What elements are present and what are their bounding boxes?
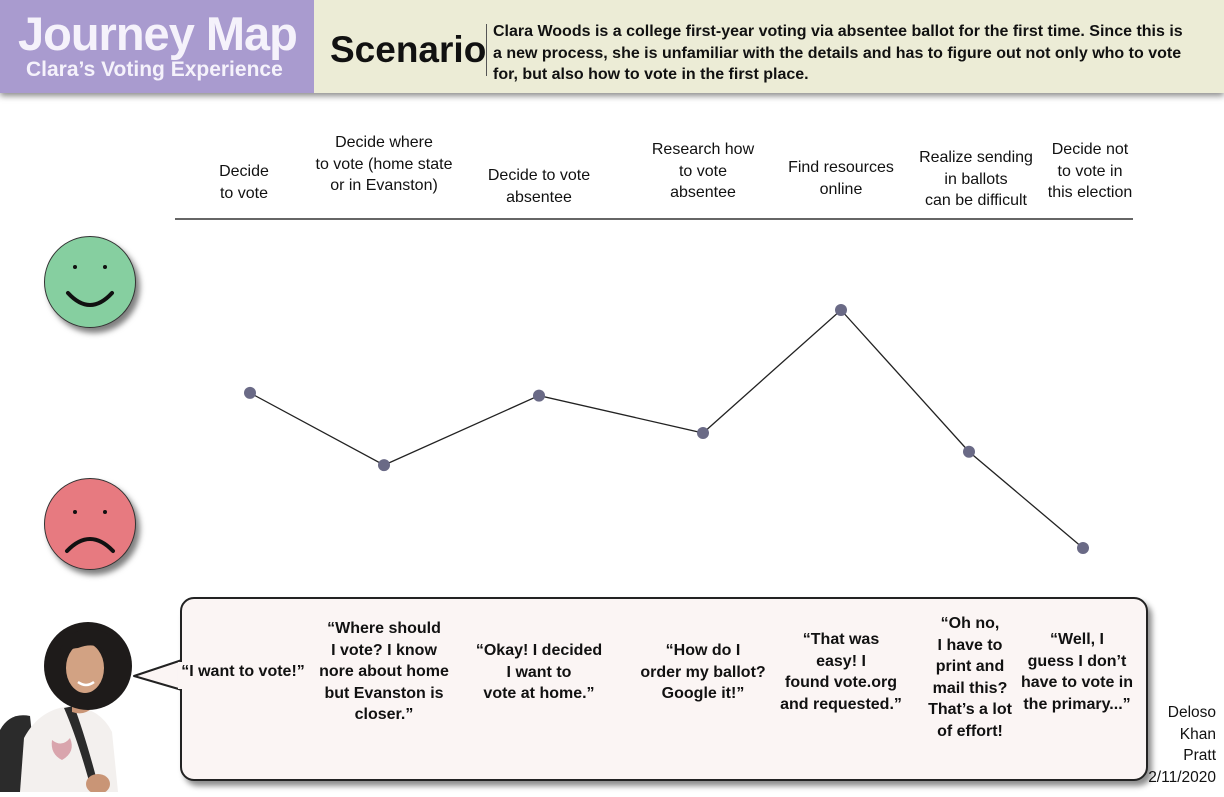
quote-line: “I want to vote!” [181, 663, 305, 680]
quote-line: “That was [802, 631, 880, 648]
quote-line: have to vote in [1020, 674, 1134, 691]
stage-heading: Find resources online [766, 157, 916, 200]
credit-date: 2/11/2020 [1148, 768, 1216, 786]
quote-text: “I want to vote!” [178, 661, 308, 683]
quote-line: That’s a lot [928, 701, 1012, 718]
quote-text: “Okay! I decided I want to vote at home.” [469, 640, 609, 705]
quote-line: Google it!” [661, 685, 745, 702]
stage-heading-line: Decide not [1051, 141, 1129, 158]
quote-text: “Where should I vote? I know nore about ho… [314, 618, 454, 726]
quote-line: print and [935, 658, 1005, 675]
stage-heading-line: Decide [219, 163, 269, 180]
quote-text: “Oh no, I have to print and mail this? That’… [915, 613, 1025, 742]
scenario-label: Scenario [330, 29, 487, 70]
quote-line: vote at home.” [483, 685, 595, 702]
stage-heading-line: online [819, 180, 863, 198]
quote-line: of effort! [937, 722, 1003, 740]
emotion-point [244, 386, 256, 399]
quote-line: order my ballot? [640, 663, 766, 681]
stage-heading-line: Realize sending [919, 149, 1033, 166]
stage-heading-line: Research how [651, 141, 755, 158]
quote-line: nore about home [319, 663, 449, 680]
stage-heading-line: to vote (home state [315, 155, 453, 173]
header-banner: Journey Map Clara’s Voting Experience Sc… [0, 0, 1224, 93]
emotion-point [533, 389, 545, 402]
credits: Deloso Khan Pratt 2/11/2020 [1148, 702, 1216, 788]
stage-heading-line: this election [1047, 184, 1133, 201]
quote-line: but Evanston is [324, 684, 444, 702]
quote-line: guess I don’t [1027, 652, 1127, 670]
emotion-point [697, 427, 709, 440]
quote-text: “Well, I guess I don’t have to vote in the … [1017, 629, 1137, 715]
stage-heading-line: can be difficult [925, 192, 1027, 209]
emotion-point [835, 304, 847, 316]
emotion-point [963, 445, 975, 458]
stage-heading: Realize sending in ballots can be difficul… [901, 147, 1051, 212]
stage-heading: Decide to vote absentee [464, 165, 614, 208]
speech-bubble [180, 597, 1148, 781]
quote-line: “Okay! I decided [475, 642, 603, 659]
stage-divider [175, 218, 1133, 220]
stage-heading-line: in ballots [944, 170, 1008, 188]
quote-line: I want to [506, 663, 572, 681]
credit-name: Deloso [1167, 704, 1216, 721]
credit-name: Pratt [1183, 747, 1216, 764]
quote-line: found vote.org [785, 674, 897, 691]
quote-line: mail this? [932, 679, 1008, 697]
quote-line: “Where should [327, 620, 441, 637]
persona-photo [0, 620, 140, 794]
quote-line: “Well, I [1050, 631, 1104, 648]
stage-heading-line: Decide where [335, 134, 433, 151]
title-box: Journey Map Clara’s Voting Experience [0, 0, 314, 93]
stage-heading: Decide not to vote in this election [1015, 139, 1165, 204]
stage-heading: Decide where to vote (home state or in Eva… [309, 132, 459, 197]
stage-heading: Research how to vote absentee [628, 139, 778, 204]
quote-line: and requested.” [780, 695, 902, 713]
page-subtitle: Clara’s Voting Experience [26, 58, 283, 81]
stage-heading-line: to vote [678, 162, 728, 180]
quote-line: easy! I [816, 652, 866, 670]
quote-line: closer.” [354, 706, 414, 723]
sad-face-icon [44, 478, 136, 570]
quote-line: I vote? I know [331, 641, 437, 659]
stage-heading: Decide to vote [169, 161, 319, 204]
stage-heading-line: absentee [506, 188, 572, 206]
scenario-divider [486, 24, 487, 76]
stage-heading-line: absentee [670, 184, 736, 201]
quote-text: “That was easy! I found vote.org and reques… [776, 629, 906, 715]
quote-line: the primary...” [1023, 695, 1131, 713]
credit-name: Khan [1179, 725, 1216, 743]
quote-line: “How do I [665, 642, 741, 659]
scenario-text: Clara Woods is a college first-year voti… [493, 23, 1183, 83]
happy-face-icon [44, 236, 136, 328]
stage-heading-line: Find resources [788, 159, 894, 176]
page-title: Journey Map [18, 7, 298, 60]
stage-heading-line: to vote [219, 184, 269, 202]
stage-heading-line: Decide to vote [487, 167, 591, 184]
quote-line: I have to [937, 636, 1003, 654]
quote-line: “Oh no, [940, 615, 1000, 632]
emotion-point [1077, 542, 1089, 555]
stage-heading-line: or in Evanston) [330, 177, 438, 194]
quote-text: “How do I order my ballot? Google it!” [633, 640, 773, 705]
stage-heading-line: to vote in [1057, 162, 1123, 180]
emotion-point [378, 459, 390, 472]
